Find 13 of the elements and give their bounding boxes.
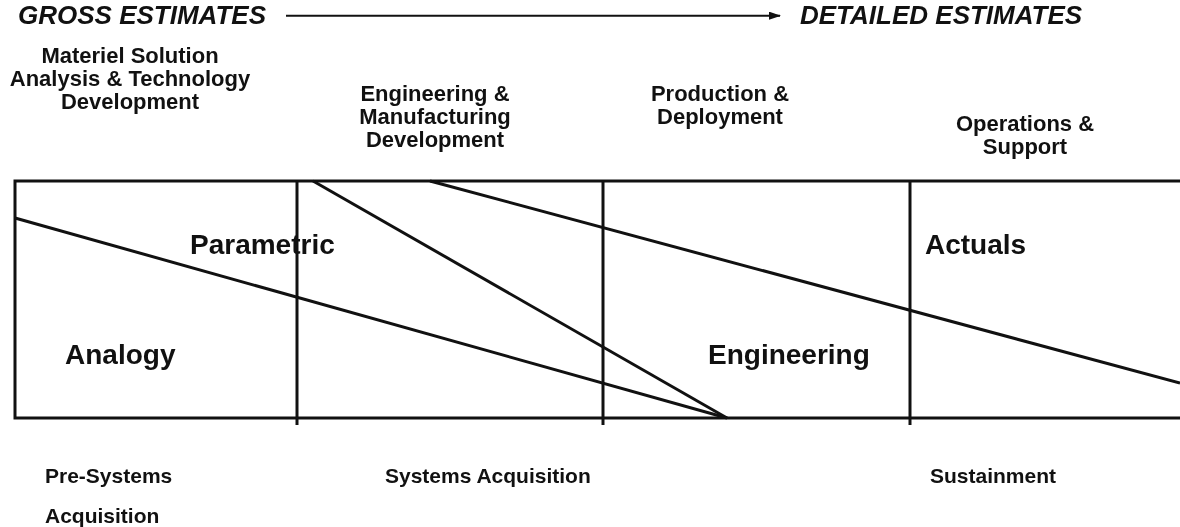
stage-label: Sustainment bbox=[930, 463, 1057, 489]
arrow bbox=[285, 11, 781, 20]
stage-label: Pre-Systems Acquisition bbox=[45, 463, 174, 527]
phase-heading: Engineering & Manufacturing Development bbox=[358, 82, 512, 152]
region-label: Analogy bbox=[65, 340, 176, 370]
region-label: Engineering bbox=[708, 340, 870, 370]
stage-label: Systems Acquisition bbox=[385, 463, 591, 489]
phase-heading: Operations & Support bbox=[954, 112, 1096, 159]
region-label: Actuals bbox=[925, 230, 1027, 260]
phase-heading: Production & Deployment bbox=[649, 82, 791, 129]
phase-heading: Materiel Solution Analysis & Technology Development bbox=[8, 44, 252, 114]
estimate-heading: GROSS ESTIMATES bbox=[18, 2, 266, 30]
estimate-heading: DETAILED ESTIMATES bbox=[800, 2, 1083, 30]
